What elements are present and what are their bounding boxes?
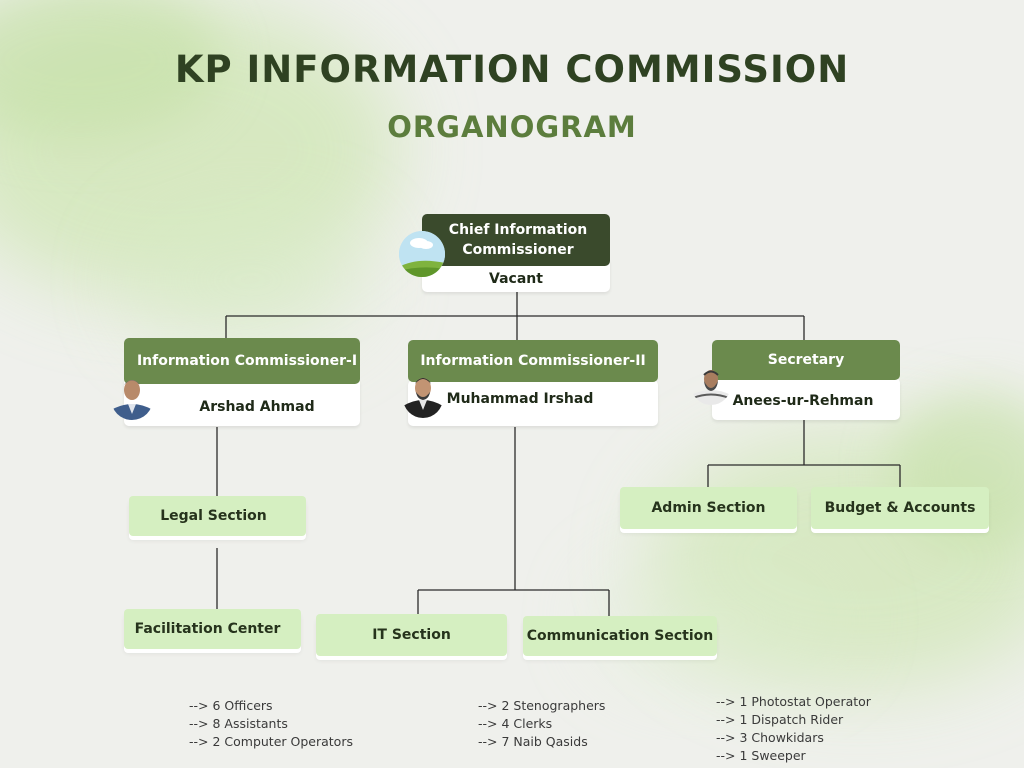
- ic1-name-box: Arshad Ahmad: [124, 378, 360, 426]
- staff-item: --> 6 Officers: [189, 698, 273, 713]
- ic1-card: Arshad Ahmad Information Commissioner-I: [124, 338, 360, 426]
- legal-section-box: Legal Section: [129, 496, 306, 536]
- secretary-name: Anees-ur-Rehman: [732, 393, 874, 409]
- staff-list-1: --> 6 Officers --> 8 Assistants --> 2 Co…: [189, 697, 353, 751]
- page-subtitle: ORGANOGRAM: [387, 110, 637, 144]
- secretary-title-box: Secretary: [712, 340, 900, 380]
- ic2-name-box: Muhammad Irshad: [408, 380, 658, 426]
- staff-item: --> 1 Sweeper: [716, 748, 806, 763]
- staff-item: --> 2 Stenographers: [478, 698, 606, 713]
- staff-list-2: --> 2 Stenographers --> 4 Clerks --> 7 N…: [478, 697, 605, 751]
- ic1-title-box: Information Commissioner-I: [124, 338, 360, 384]
- admin-section-label: Admin Section: [651, 500, 766, 516]
- staff-item: --> 1 Dispatch Rider: [716, 712, 844, 727]
- communication-section-label: Communication Section: [526, 628, 714, 644]
- landscape-placeholder-icon: [399, 231, 445, 277]
- facilitation-center-label: Facilitation Center: [134, 621, 281, 637]
- budget-accounts-label: Budget & Accounts: [824, 500, 976, 516]
- budget-accounts-box: Budget & Accounts: [811, 487, 989, 529]
- staff-item: --> 1 Photostat Operator: [716, 694, 871, 709]
- page-title: KP INFORMATION COMMISSION: [174, 48, 850, 91]
- ic1-avatar: [111, 374, 153, 420]
- staff-list-3: --> 1 Photostat Operator --> 1 Dispatch …: [716, 693, 871, 765]
- secretary-name-box: Anees-ur-Rehman: [712, 378, 900, 420]
- it-section-label: IT Section: [372, 627, 451, 643]
- it-section-box: IT Section: [316, 614, 507, 656]
- facilitation-center-box: Facilitation Center: [124, 609, 301, 649]
- chief-commissioner-card: Vacant Chief Information Commissioner: [422, 214, 610, 292]
- ic1-title: Information Commissioner-I: [136, 353, 358, 369]
- secretary-avatar: [691, 365, 731, 405]
- staff-item: --> 3 Chowkidars: [716, 730, 824, 745]
- ic2-avatar: [403, 372, 443, 418]
- chief-name: Vacant: [489, 271, 543, 287]
- staff-item: --> 4 Clerks: [478, 716, 553, 731]
- ic2-title-box: Information Commissioner-II: [408, 340, 658, 382]
- ic2-card: Muhammad Irshad Information Commissioner…: [408, 340, 658, 426]
- communication-section-box: Communication Section: [523, 616, 717, 656]
- ic2-name: Muhammad Irshad: [446, 391, 594, 407]
- legal-section-label: Legal Section: [160, 508, 267, 524]
- secretary-title: Secretary: [767, 352, 845, 368]
- chief-title-box: Chief Information Commissioner: [422, 214, 610, 266]
- staff-item: --> 2 Computer Operators: [189, 734, 353, 749]
- chief-title: Chief Information Commissioner: [448, 222, 588, 258]
- ic1-name: Arshad Ahmad: [199, 399, 315, 415]
- ic2-title: Information Commissioner-II: [420, 353, 646, 369]
- admin-section-box: Admin Section: [620, 487, 797, 529]
- staff-item: --> 7 Naib Qasids: [478, 734, 588, 749]
- staff-item: --> 8 Assistants: [189, 716, 288, 731]
- secretary-card: Anees-ur-Rehman Secretary: [712, 340, 900, 420]
